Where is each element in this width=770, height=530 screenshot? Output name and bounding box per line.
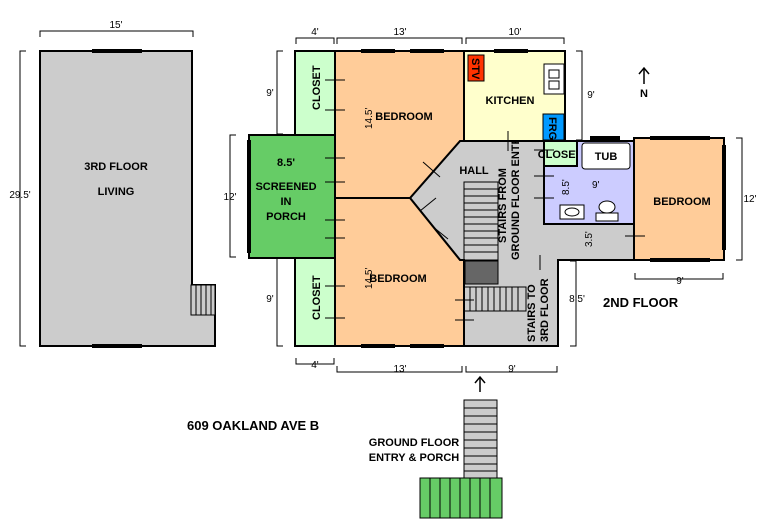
address-label: 609 OAKLAND AVE B xyxy=(187,418,319,433)
bedroom-right: BEDROOM xyxy=(590,136,726,262)
dim-third-width: 15' xyxy=(109,20,122,31)
dim-closet-top-h: 9' xyxy=(266,88,274,99)
small-closet-room xyxy=(543,140,578,167)
dim-kitchen-h: 9' xyxy=(587,90,595,101)
tub-label: TUB xyxy=(595,151,618,163)
bedroom-top-label: BEDROOM xyxy=(375,111,432,123)
stairs-third-label-2: 3RD FLOOR xyxy=(539,278,551,342)
ground-label-1: GROUND FLOOR xyxy=(369,437,459,449)
dim-hall-w: 3.5' xyxy=(584,231,595,247)
toilet-tank xyxy=(595,212,619,222)
compass: N xyxy=(638,66,650,100)
porch-label-3: PORCH xyxy=(266,211,306,223)
closet-bottom-label: CLOSET xyxy=(311,275,323,320)
third-floor-label-2: LIVING xyxy=(98,186,135,198)
dim-bed-bot-depth: 14.5' xyxy=(364,268,375,289)
entry-porch xyxy=(419,477,503,519)
stairs-third-label: STAIRS TO xyxy=(526,284,538,342)
dim-bracket xyxy=(39,30,194,37)
dim-bed-bot-w: 13' xyxy=(393,364,406,375)
closet-top-room xyxy=(294,50,336,136)
screened-porch: 8.5' SCREENED IN PORCH xyxy=(247,134,336,259)
porch-label-1: SCREENED xyxy=(255,181,316,193)
third-floor-room xyxy=(39,50,216,347)
dim-stair-h: 8.5' xyxy=(569,294,585,305)
bedroom-right-label: BEDROOM xyxy=(653,196,710,208)
closet-top: CLOSET xyxy=(294,50,336,136)
dim-bath-w: 9' xyxy=(592,180,600,191)
third-floor-stairs xyxy=(190,284,216,316)
dim-closet-bot-h: 9' xyxy=(266,294,274,305)
dim-bed-right-w: 9' xyxy=(676,276,684,287)
stairs-entry-label-2: GROUND FLOOR ENTRY xyxy=(510,129,522,260)
bath-sink xyxy=(559,204,585,220)
stove xyxy=(467,54,485,82)
ground-entry: GROUND FLOOR ENTRY & PORCH xyxy=(369,375,503,519)
toilet xyxy=(598,200,616,214)
dim-kitchen-w: 10' xyxy=(508,27,521,38)
closet-top-label: CLOSET xyxy=(311,65,323,110)
bedroom-bottom-label: BEDROOM xyxy=(369,273,426,285)
third-floor-living: 3RD FLOOR LIVING 15' 29.5' xyxy=(9,20,216,348)
small-closet: CLOSET xyxy=(538,140,583,167)
third-floor-label: 3RD FLOOR xyxy=(84,161,148,173)
door-marks xyxy=(325,79,645,321)
porch-room xyxy=(248,134,336,259)
entry-stairs xyxy=(463,399,498,479)
porch-label-2: IN xyxy=(281,196,292,208)
dimensions: 4' 13' 10' 9' 9' 12' 9' 4' 13' 9' 8.5' 9… xyxy=(223,27,756,375)
dim-bed-top-depth: 14.5' xyxy=(364,108,375,129)
closet-bottom: CLOSET xyxy=(294,257,336,347)
dim-bed-right-h: 12' xyxy=(743,194,756,205)
stairs-from-ground: STAIRS FROM GROUND FLOOR ENTRY xyxy=(463,129,522,261)
ground-label-2: ENTRY & PORCH xyxy=(369,452,460,464)
dim-third-height: 29.5' xyxy=(9,190,30,201)
dim-bath-h: 8.5' xyxy=(561,179,572,195)
tub xyxy=(581,142,631,170)
kitchen: STV FRG KITCHEN xyxy=(463,49,566,142)
stove-label: STV xyxy=(469,58,481,80)
dim-bed-top-w: 13' xyxy=(393,27,406,38)
kitchen-label: KITCHEN xyxy=(486,95,535,107)
hall-label: HALL xyxy=(459,165,489,177)
stairs-entry-label: STAIRS FROM xyxy=(497,168,509,243)
small-closet-label: CLOSET xyxy=(538,149,583,161)
dim-closet-bot-w: 4' xyxy=(311,360,319,371)
bedroom-right-room xyxy=(633,137,725,261)
stair-landing xyxy=(464,260,499,285)
dim-bracket xyxy=(19,50,26,347)
bedroom-bottom: BEDROOM 14.5' xyxy=(334,197,465,348)
dim-closet-top-w: 4' xyxy=(311,27,319,38)
closet-bottom-room xyxy=(294,257,336,347)
dim-porch-h: 12' xyxy=(223,192,236,203)
porch-dim: 8.5' xyxy=(277,157,295,169)
fridge-label: FRG xyxy=(546,117,558,140)
second-floor-label: 2ND FLOOR xyxy=(603,295,679,310)
dim-stair-bot-w: 9' xyxy=(508,364,516,375)
compass-north-label: N xyxy=(640,88,648,100)
